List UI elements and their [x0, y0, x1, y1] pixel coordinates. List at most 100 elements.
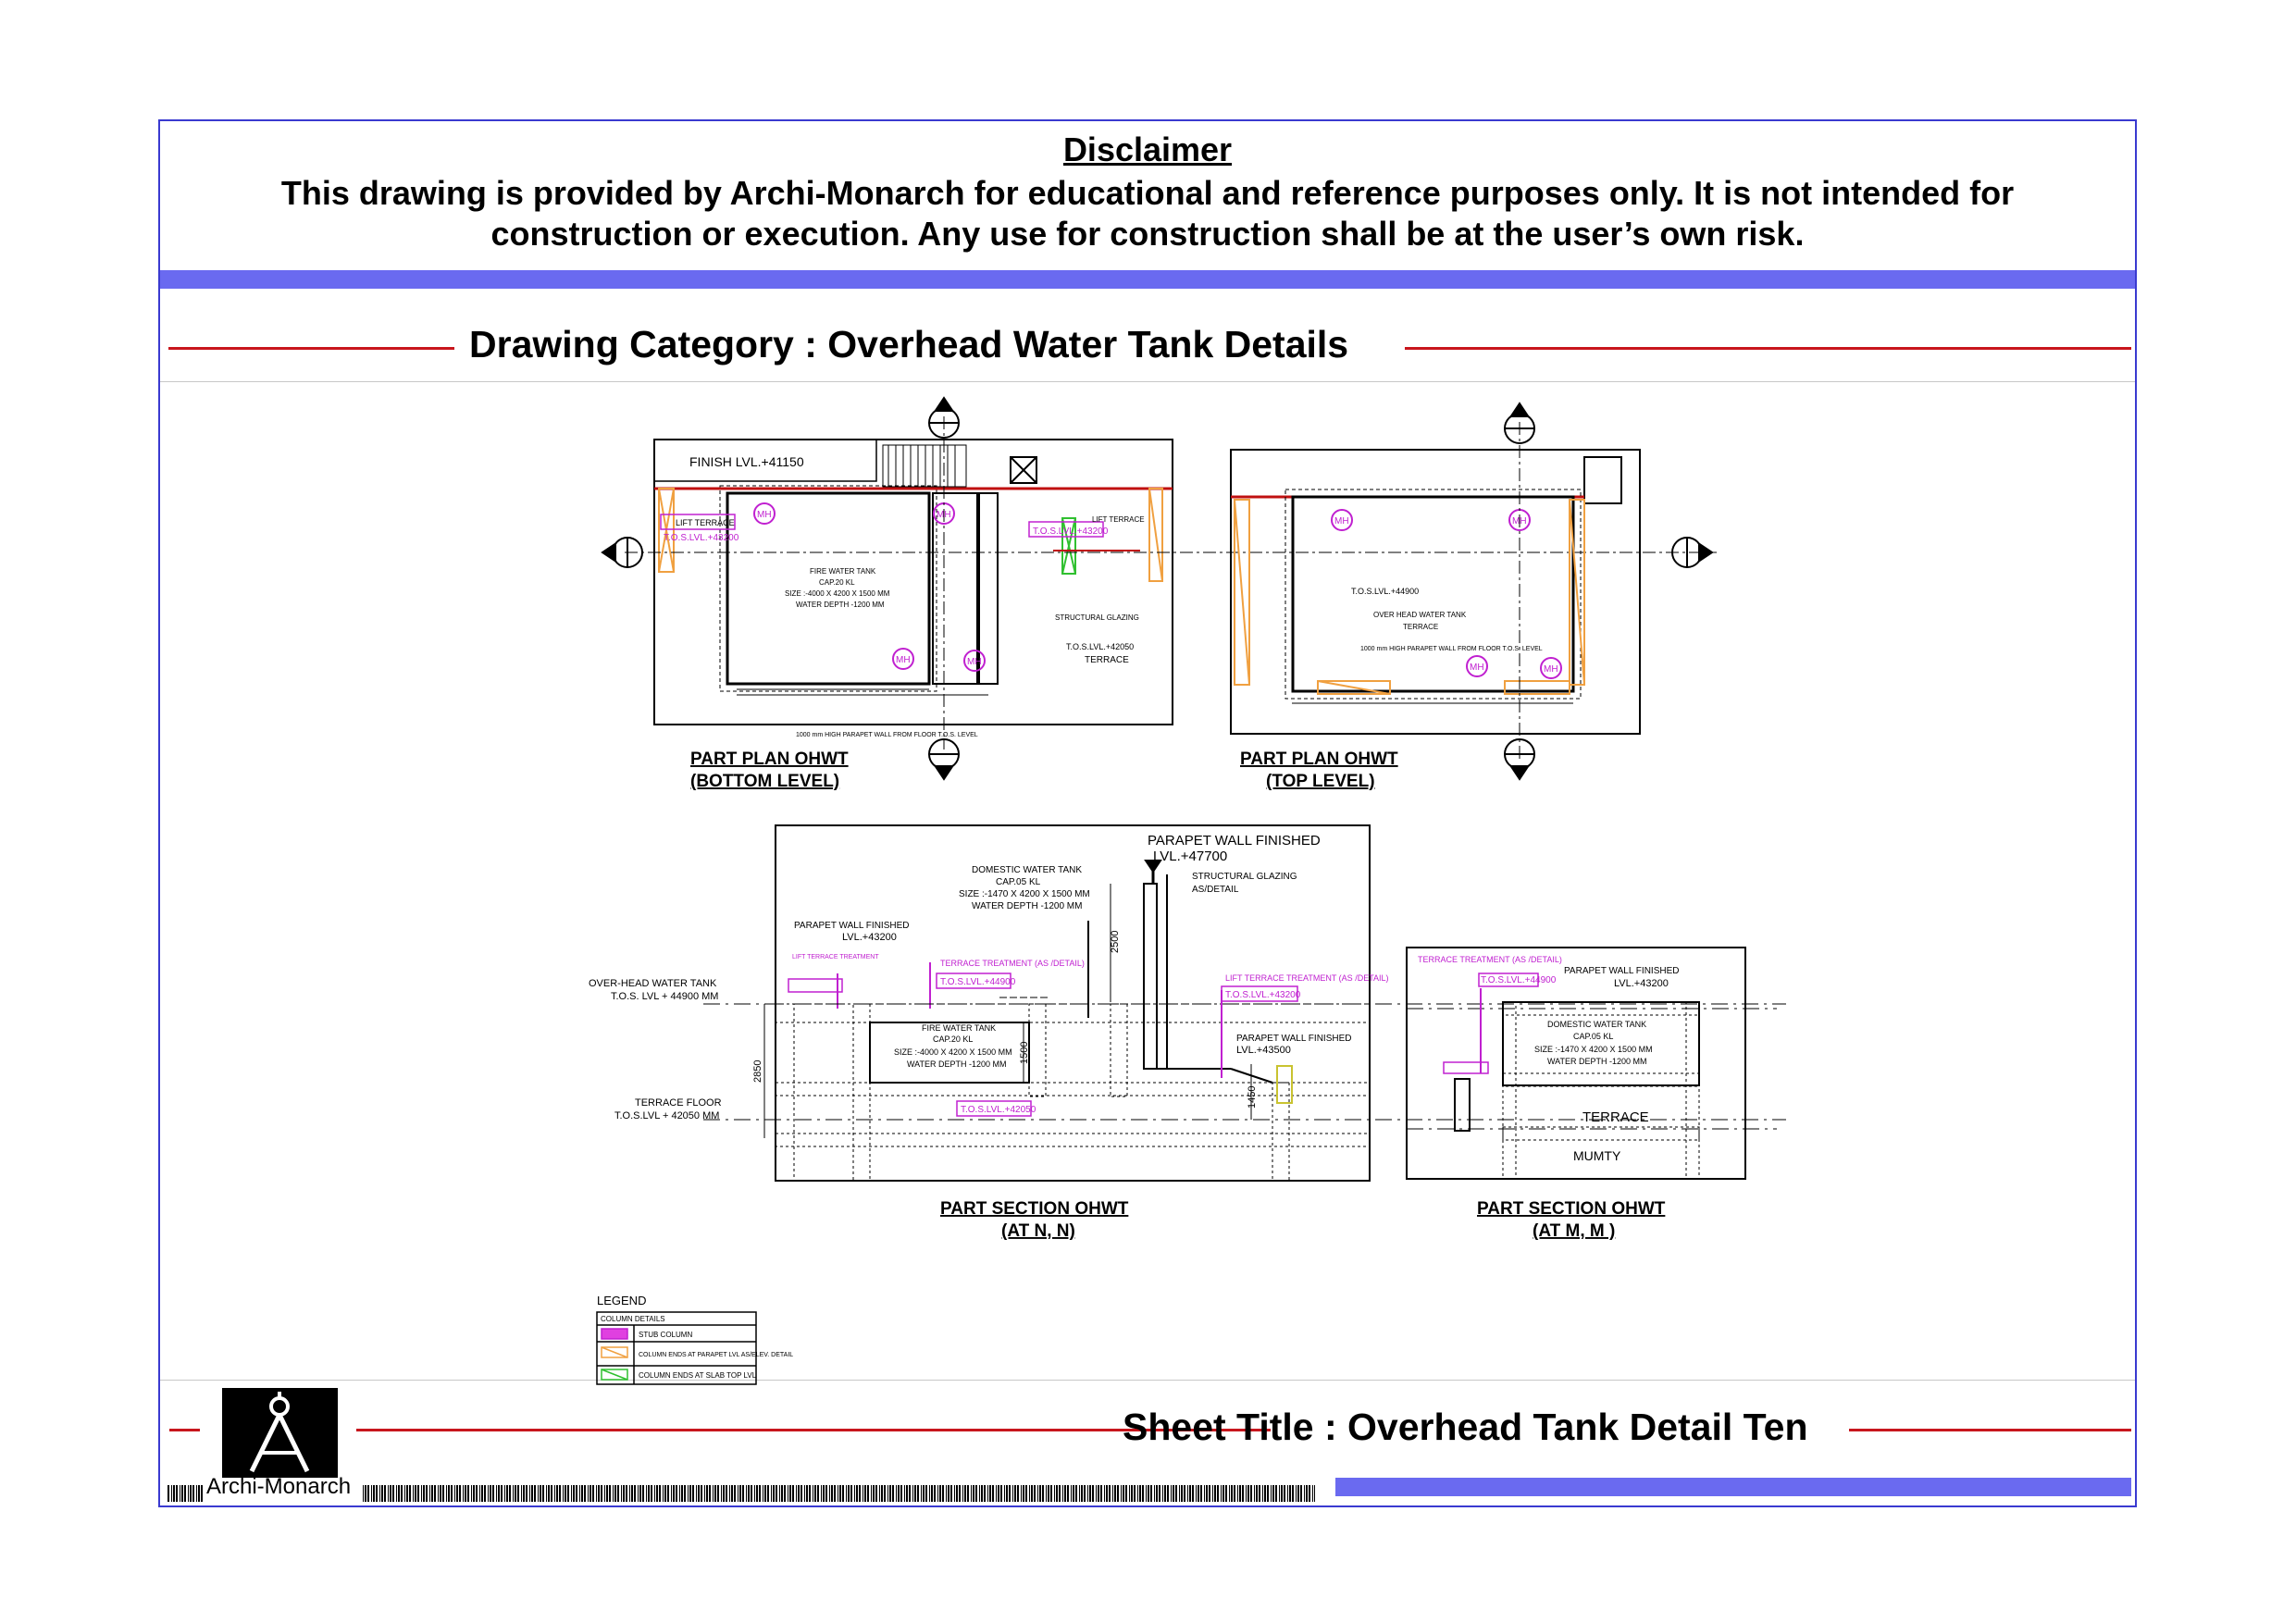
plan-top-terrace: TERRACE — [1403, 623, 1438, 631]
section-nn-structural-glazing: STRUCTURAL GLAZING — [1192, 872, 1297, 882]
section-nn-parapet-left-level: LVL.+43200 — [842, 932, 897, 943]
section-nn-parapet-right-level: LVL.+43500 — [1236, 1045, 1291, 1056]
drawing-category: Drawing Category : Overhead Water Tank D… — [469, 323, 1349, 365]
legend-row-slab: COLUMN ENDS AT SLAB TOP LVL — [639, 1371, 757, 1380]
plan-top-mh-3: MH — [1470, 663, 1484, 673]
section-nn-dim-2850: 2850 — [752, 1060, 763, 1083]
plan-top-mh-2: MH — [1512, 516, 1527, 527]
section-nn-dim-2500: 2500 — [1110, 931, 1121, 953]
section-nn-fire-2: CAP.20 KL — [933, 1035, 973, 1044]
plan-bottom-fire-tank-3: SIZE :-4000 X 4200 X 1500 MM — [785, 589, 890, 598]
category-rule-right — [1405, 347, 2131, 350]
section-nn-parapet-right: PARAPET WALL FINISHED — [1236, 1034, 1351, 1044]
header-divider — [160, 381, 2135, 382]
section-nn-subtitle: (AT N, N) — [1001, 1221, 1075, 1241]
legend-title: LEGEND — [597, 1294, 646, 1307]
plan-top-mh-4: MH — [1544, 664, 1558, 675]
section-mm-domestic-3: SIZE :-1470 X 4200 X 1500 MM — [1534, 1045, 1653, 1054]
section-nn-parapet-top-level: LVL.+47700 — [1153, 849, 1227, 864]
section-nn-ohwt-level: T.O.S. LVL + 44900 MM — [611, 991, 718, 1002]
section-nn-domestic-4: WATER DEPTH -1200 MM — [972, 901, 1082, 911]
plan-bottom-subtitle: (BOTTOM LEVEL) — [690, 772, 839, 791]
section-nn-parapet-top: PARAPET WALL FINISHED — [1148, 833, 1321, 849]
plan-bottom-structural-glazing: STRUCTURAL GLAZING — [1055, 613, 1139, 622]
disclaimer-text: This drawing is provided by Archi-Monarc… — [280, 174, 2015, 253]
legend-row-parapet: COLUMN ENDS AT PARAPET LVL AS/ELEV. DETA… — [639, 1352, 793, 1358]
section-nn-lift-terrace-treatment: LIFT TERRACE TREATMENT (AS /DETAIL) — [1225, 973, 1389, 983]
plan-bottom-mh-4: MH — [967, 657, 982, 667]
plan-bottom-fire-tank-4: WATER DEPTH -1200 MM — [796, 601, 885, 609]
section-nn-terrace-floor: TERRACE FLOOR — [635, 1097, 722, 1109]
section-nn-as-detail: AS/DETAIL — [1192, 885, 1239, 895]
section-nn-lift-treatment: LIFT TERRACE TREATMENT — [792, 954, 879, 960]
sheet-rule-mid — [356, 1429, 1271, 1431]
section-nn-tos-43200: T.O.S.LVL.+43200 — [1225, 990, 1301, 1000]
section-mm-mumty: MUMTY — [1573, 1148, 1621, 1163]
section-nn-tos-42050: T.O.S.LVL.+42050 — [961, 1105, 1036, 1115]
section-nn-domestic-1: DOMESTIC WATER TANK — [972, 865, 1082, 875]
section-mm-terrace-treatment: TERRACE TREATMENT (AS /DETAIL) — [1418, 955, 1562, 964]
section-mm-subtitle: (AT M, M ) — [1533, 1221, 1615, 1241]
plan-top-parapet-note: 1000 mm HIGH PARAPET WALL FROM FLOOR T.O… — [1360, 646, 1543, 652]
plan-bottom-fire-tank-2: CAP.20 KL — [819, 578, 855, 587]
legend-row-stub: STUB COLUMN — [639, 1331, 692, 1339]
plan-bottom-title: PART PLAN OHWT — [690, 750, 849, 769]
plan-bottom-finish-level: FINISH LVL.+41150 — [689, 454, 804, 469]
plan-bottom-mh-3: MH — [896, 655, 911, 665]
footer-band — [1335, 1478, 2131, 1496]
section-nn-terrace-treatment: TERRACE TREATMENT (AS /DETAIL) — [940, 959, 1085, 968]
plan-bottom-terrace-level: T.O.S.LVL.+42050 — [1066, 642, 1134, 651]
section-nn-domestic-2: CAP.05 KL — [996, 877, 1041, 887]
section-nn-tos-44900: T.O.S.LVL.+44900 — [940, 977, 1016, 987]
section-mm-domestic-4: WATER DEPTH -1200 MM — [1547, 1057, 1647, 1066]
plan-top-drawing — [1230, 422, 1641, 759]
section-mm-drawing — [1406, 947, 1777, 1180]
legend-box — [596, 1311, 757, 1385]
plan-bottom-tos-level-right: T.O.S.LVL.+43200 — [1033, 527, 1109, 537]
sheet-rule-short — [169, 1429, 200, 1431]
sheet-rule-right — [1849, 1429, 2131, 1431]
section-nn-fire-3: SIZE :-4000 X 4200 X 1500 MM — [894, 1047, 1012, 1057]
plan-top-title: PART PLAN OHWT — [1240, 750, 1398, 769]
section-mm-title: PART SECTION OHWT — [1477, 1199, 1666, 1219]
plan-top-mh-1: MH — [1334, 516, 1349, 527]
archi-monarch-logo — [222, 1388, 338, 1478]
section-mm-domestic-2: CAP.05 KL — [1573, 1032, 1613, 1041]
disclaimer-title: Disclaimer — [1062, 130, 1233, 168]
disclaimer-band — [160, 270, 2135, 289]
plan-top-subtitle: (TOP LEVEL) — [1266, 772, 1375, 791]
plan-bottom-mh-2: MH — [937, 510, 951, 520]
plan-bottom-lift-terrace: LIFT TERRACE — [676, 518, 735, 527]
barcode-strip — [168, 1485, 1315, 1502]
section-mm-terrace: TERRACE — [1582, 1109, 1649, 1125]
plan-bottom-terrace: TERRACE — [1085, 655, 1129, 665]
plan-bottom-mh-1: MH — [757, 510, 772, 520]
section-nn-title: PART SECTION OHWT — [940, 1199, 1129, 1219]
plan-bottom-tos-level: T.O.S.LVL.+43200 — [664, 533, 739, 543]
section-markers — [601, 396, 1714, 781]
legend-header: COLUMN DETAILS — [601, 1315, 665, 1323]
section-nn-fire-1: FIRE WATER TANK — [922, 1023, 996, 1033]
section-nn-parapet-left: PARAPET WALL FINISHED — [794, 921, 909, 931]
section-mm-tos-44900: T.O.S.LVL.+44900 — [1481, 975, 1557, 985]
sheet-frame: Disclaimer This drawing is provided by A… — [158, 119, 2137, 1507]
section-nn-domestic-3: SIZE :-1470 X 4200 X 1500 MM — [959, 889, 1090, 899]
section-nn-fire-4: WATER DEPTH -1200 MM — [907, 1059, 1007, 1069]
sheet-title: Sheet Title : Overhead Tank Detail Ten — [1123, 1406, 1808, 1448]
plan-bottom-drawing — [625, 416, 1717, 750]
section-mm-parapet: PARAPET WALL FINISHED — [1564, 966, 1679, 976]
section-nn-dim-1450: 1450 — [1247, 1086, 1258, 1109]
section-nn-dim-1500: 1500 — [1019, 1042, 1030, 1064]
section-mm-domestic-1: DOMESTIC WATER TANK — [1547, 1020, 1646, 1029]
footer-divider — [160, 1380, 2135, 1381]
section-nn-ohwt-label: OVER-HEAD WATER TANK — [589, 978, 717, 989]
compass-logo-icon — [249, 1392, 310, 1473]
section-mm-parapet-level: LVL.+43200 — [1614, 978, 1669, 989]
brand-name: Archi-Monarch — [206, 1474, 352, 1499]
plan-bottom-lift-terrace-right: LIFT TERRACE — [1092, 515, 1145, 524]
section-nn-terrace-floor-level: T.O.S.LVL + 42050 MM — [614, 1110, 719, 1121]
plan-top-tos-level: T.O.S.LVL.+44900 — [1351, 587, 1419, 596]
plan-bottom-fire-tank-1: FIRE WATER TANK — [810, 567, 876, 576]
plan-top-tank-label: OVER HEAD WATER TANK — [1373, 611, 1467, 619]
